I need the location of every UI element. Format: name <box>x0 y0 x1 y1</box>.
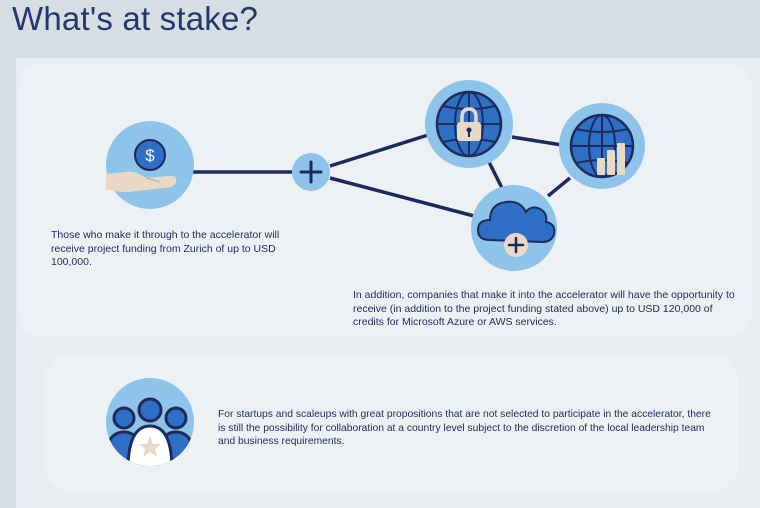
team-star-icon <box>106 378 194 466</box>
connector-lock-cloud <box>486 159 504 189</box>
globe-chart-icon <box>559 103 645 189</box>
page-title: What's at stake? <box>12 0 259 37</box>
connector-plus-lock <box>329 133 429 168</box>
funding-description: Those who make it through to the acceler… <box>51 229 280 268</box>
connector-lines <box>190 133 572 218</box>
cloud-plus-icon <box>471 185 557 271</box>
svg-text:$: $ <box>145 146 155 165</box>
credits-description: In addition, companies that make it into… <box>353 289 735 328</box>
hand-dollar-icon: $ <box>106 121 194 209</box>
globe-lock-icon <box>425 80 513 168</box>
connector-cloud-chart <box>546 176 572 198</box>
connector-plus-cloud <box>329 176 475 218</box>
plus-icon <box>292 153 330 191</box>
collaboration-description: For startups and scaleups with great pro… <box>218 409 711 447</box>
benefits-network-diagram: $ <box>106 80 645 466</box>
connector-lock-chart <box>511 135 563 147</box>
